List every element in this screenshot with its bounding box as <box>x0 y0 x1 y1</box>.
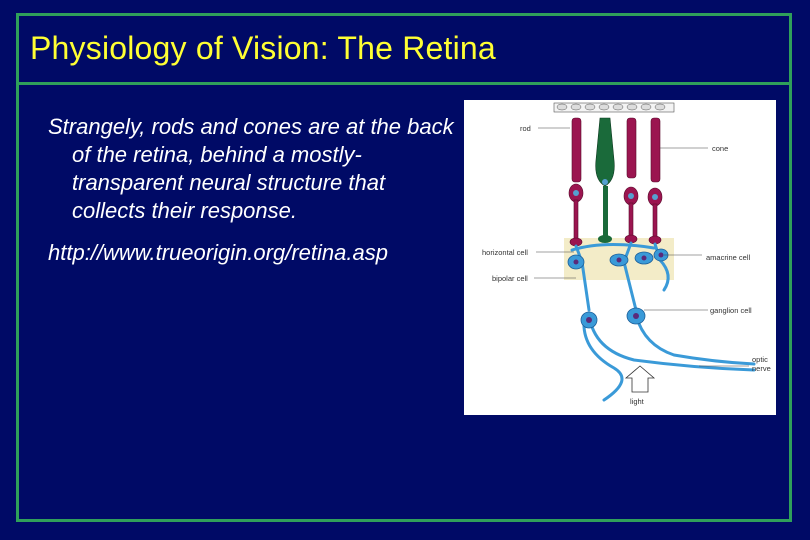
label-amacrine-cell: amacrine cell <box>706 253 751 262</box>
cone-cell <box>596 118 615 243</box>
rod-cells <box>569 118 662 246</box>
label-light: light <box>630 397 645 406</box>
label-rod: rod <box>520 124 531 133</box>
slide-title: Physiology of Vision: The Retina <box>30 30 496 67</box>
label-horizontal-cell: horizontal cell <box>482 248 528 257</box>
label-nerve: nerve <box>752 364 771 373</box>
pigment-epithelium <box>554 103 674 112</box>
slide-body: Strangely, rods and cones are at the bac… <box>48 113 458 281</box>
label-cone: cone <box>712 144 728 153</box>
title-divider <box>19 82 789 85</box>
retina-diagram: rod cone horizontal cell amacrine cell b… <box>464 100 776 415</box>
label-ganglion-cell: ganglion cell <box>710 306 752 315</box>
source-link[interactable]: http://www.trueorigin.org/retina.asp <box>48 239 458 267</box>
label-bipolar-cell: bipolar cell <box>492 274 528 283</box>
retina-illustration: rod cone horizontal cell amacrine cell b… <box>464 100 776 415</box>
light-arrow <box>626 366 654 392</box>
body-paragraph: Strangely, rods and cones are at the bac… <box>48 113 458 225</box>
label-optic: optic <box>752 355 768 364</box>
